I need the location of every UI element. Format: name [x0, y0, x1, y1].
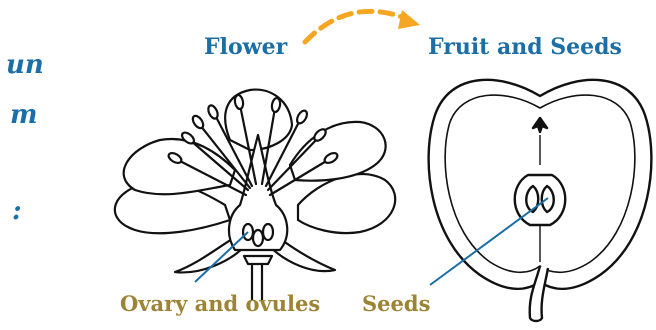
label-seeds: Seeds [362, 291, 430, 316]
flower-illustration [115, 90, 395, 300]
label-flower: Flower [204, 34, 287, 60]
label-ovary-and-ovules: Ovary and ovules [120, 291, 320, 316]
curved-dashed-arrow [305, 10, 420, 42]
seeds-pointer-line [430, 198, 548, 285]
label-fruit-and-seeds: Fruit and Seeds [428, 34, 622, 60]
apple-cross-section-illustration [429, 80, 652, 321]
